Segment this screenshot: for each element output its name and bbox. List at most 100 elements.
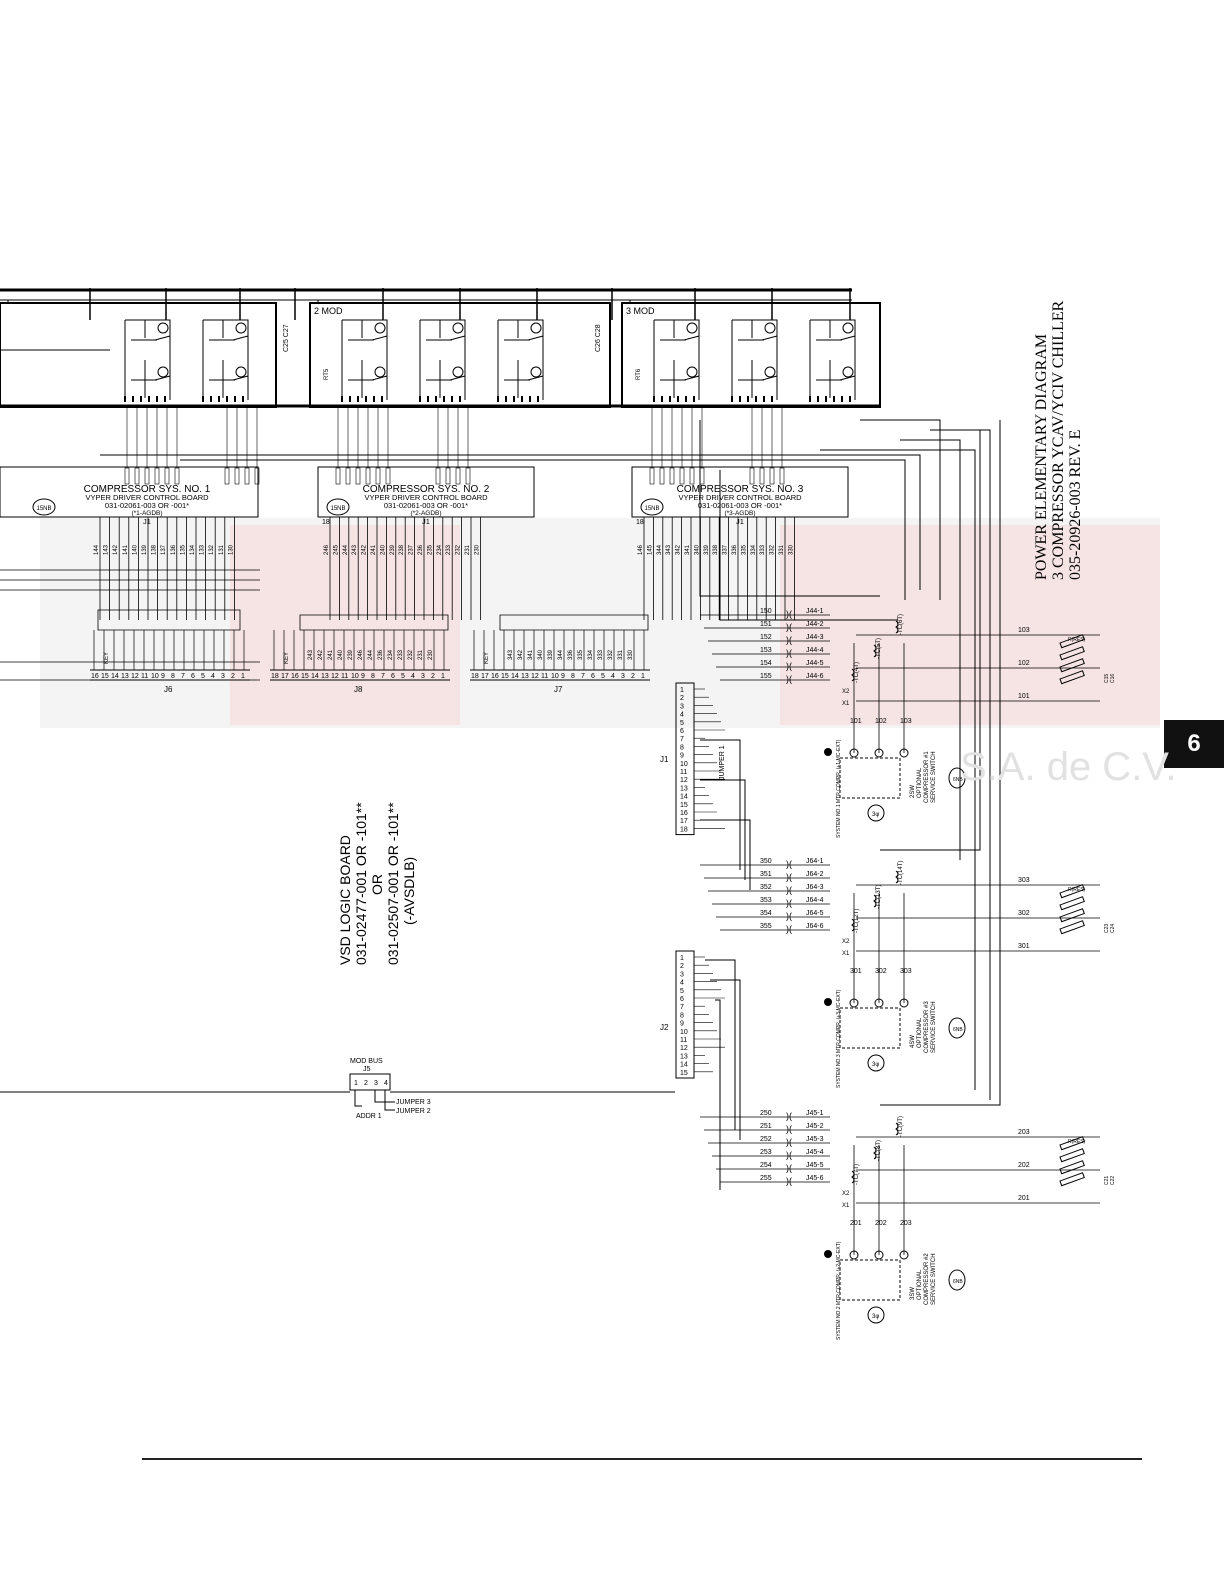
driver-board-frame [317,466,535,518]
ct-plug-icon: )( [786,635,792,645]
ct-pin-label: J45-3 [806,1136,824,1143]
interconnect-wire [100,454,921,590]
driver-pin-label: 230 [474,544,480,555]
page-ref-circle [948,1017,966,1039]
gate-terminal [164,467,170,485]
ct-name: -TC(7T) [854,1164,860,1185]
page-ref-label: 6NB [953,777,963,783]
driver-pin-label: 146 [638,544,644,555]
mod-bus-title: MOD BUS [350,1058,383,1065]
logic-line-5: (-AVSDLB) [401,857,417,925]
harness-wire-label: 339 [548,649,554,660]
gate-terminal [689,467,695,485]
ct-plug-icon: )( [786,859,792,869]
connector-pin: 8 [171,673,175,680]
harness-wire-label: 336 [568,649,574,660]
connector-pin: 7 [680,736,684,743]
resistor-label: R(RES) [1068,1139,1086,1145]
motor-symbol [867,1054,885,1072]
driver-pin-label: 342 [676,544,682,555]
connector-pin: 15 [301,673,309,680]
connector-pin: 12 [331,673,339,680]
driver-board-name: COMPRESSOR SYS. NO. 2 [363,484,490,495]
interconnect-wire [930,429,991,1100]
module-frame [0,302,277,408]
connector-pin: 15 [680,802,688,809]
watermark-red-left [230,525,460,725]
switch-text-3: SERVICE SWITCH [931,1253,937,1305]
section-tab[interactable]: 6 [1164,720,1224,768]
interconnect-wire [860,419,941,600]
snubber-resistor [1059,908,1085,923]
connector-pin: 4 [611,673,615,680]
driver-pin-label: 136 [171,544,177,555]
ct-pin-label: J45-2 [806,1123,824,1130]
connector-pin: 5 [680,988,684,995]
ct-wire-label: 153 [760,647,772,654]
connector-pin: 8 [371,673,375,680]
phase-line-label: 202 [1018,1162,1030,1169]
motor-label: 3φ [872,812,879,818]
connector-pin: 18 [271,673,279,680]
driver-board-part: 031-02061-003 OR -001* [698,501,782,510]
driver-pin-label: 333 [760,544,766,555]
driver-pin-label: 133 [200,544,206,555]
connector-pin: 17 [680,818,688,825]
harness-wire-label: 344 [558,649,564,660]
connector-pin: 4 [680,712,684,719]
connector-pin: 1 [441,673,445,680]
ct-wire-label: 352 [760,884,772,891]
connector-pin: 2 [631,673,635,680]
ct-plug-icon: )( [786,648,792,658]
driver-pin-label: 132 [209,544,215,555]
ct-wire-label: 255 [760,1175,772,1182]
module-rt-label: RT5 [324,368,330,380]
resistor-label: R(RES) [1068,887,1086,893]
driver-pin-label: 344 [657,544,663,555]
motor-symbol [867,804,885,822]
jumper1-label: JUMPER 1 [719,745,726,780]
connector-pin: 7 [581,673,585,680]
connector-pin: 7 [680,1004,684,1011]
interconnect-wire [880,430,981,851]
connector-pin: 14 [680,794,688,801]
harness-wire-label: 332 [608,649,614,660]
connector-pin: 11 [680,769,687,776]
driver-board-ref: (*1-AGDB) [131,510,162,517]
connector-pin: 1 [680,687,684,694]
ct-plug-icon: )( [786,1111,792,1121]
gate-terminal [335,467,341,485]
connector-frame [675,682,695,836]
gate-terminal [445,467,451,485]
interconnect-wire [880,420,1001,1106]
connector-pin: 3 [621,673,625,680]
ct-plug-icon: )( [786,661,792,671]
connector-name: J7 [554,685,563,694]
ct-name: -TC(9T) [898,1116,904,1137]
ct-pin-label: J64-2 [806,871,824,878]
interconnect-wire [705,959,736,1130]
driver-pin-label: 137 [161,544,167,555]
fuse-terminal [899,1250,909,1260]
driver-pin-label: 131 [219,544,225,555]
connector-pin: 18 [680,826,688,833]
connector-pin: 5 [601,673,605,680]
driver-pin-label: 239 [390,544,396,555]
harness-wire-label: 343 [508,649,514,660]
harness-wire-label: 236 [378,649,384,660]
watermark-red-right [780,525,1160,725]
switch-text-1: OPTIONAL [917,1017,923,1048]
page-ref-label: 15NB [330,506,345,512]
snubber-resistor [1059,1160,1085,1175]
x2-label: X2 [842,689,850,695]
igbt-pair [653,319,700,402]
harness-wire-label: 233 [398,649,404,660]
interconnect-wire [700,739,741,870]
driver-pin-label: 240 [380,544,386,555]
fuse-terminal [874,1250,884,1260]
title-line-3: 035-20926-003 REV. E [1067,430,1084,580]
harness-wire-label: 241 [328,649,334,660]
ct-wire-label: 250 [760,1110,772,1117]
harness-wire-label: 340 [538,649,544,660]
interconnect-wire [900,439,961,860]
